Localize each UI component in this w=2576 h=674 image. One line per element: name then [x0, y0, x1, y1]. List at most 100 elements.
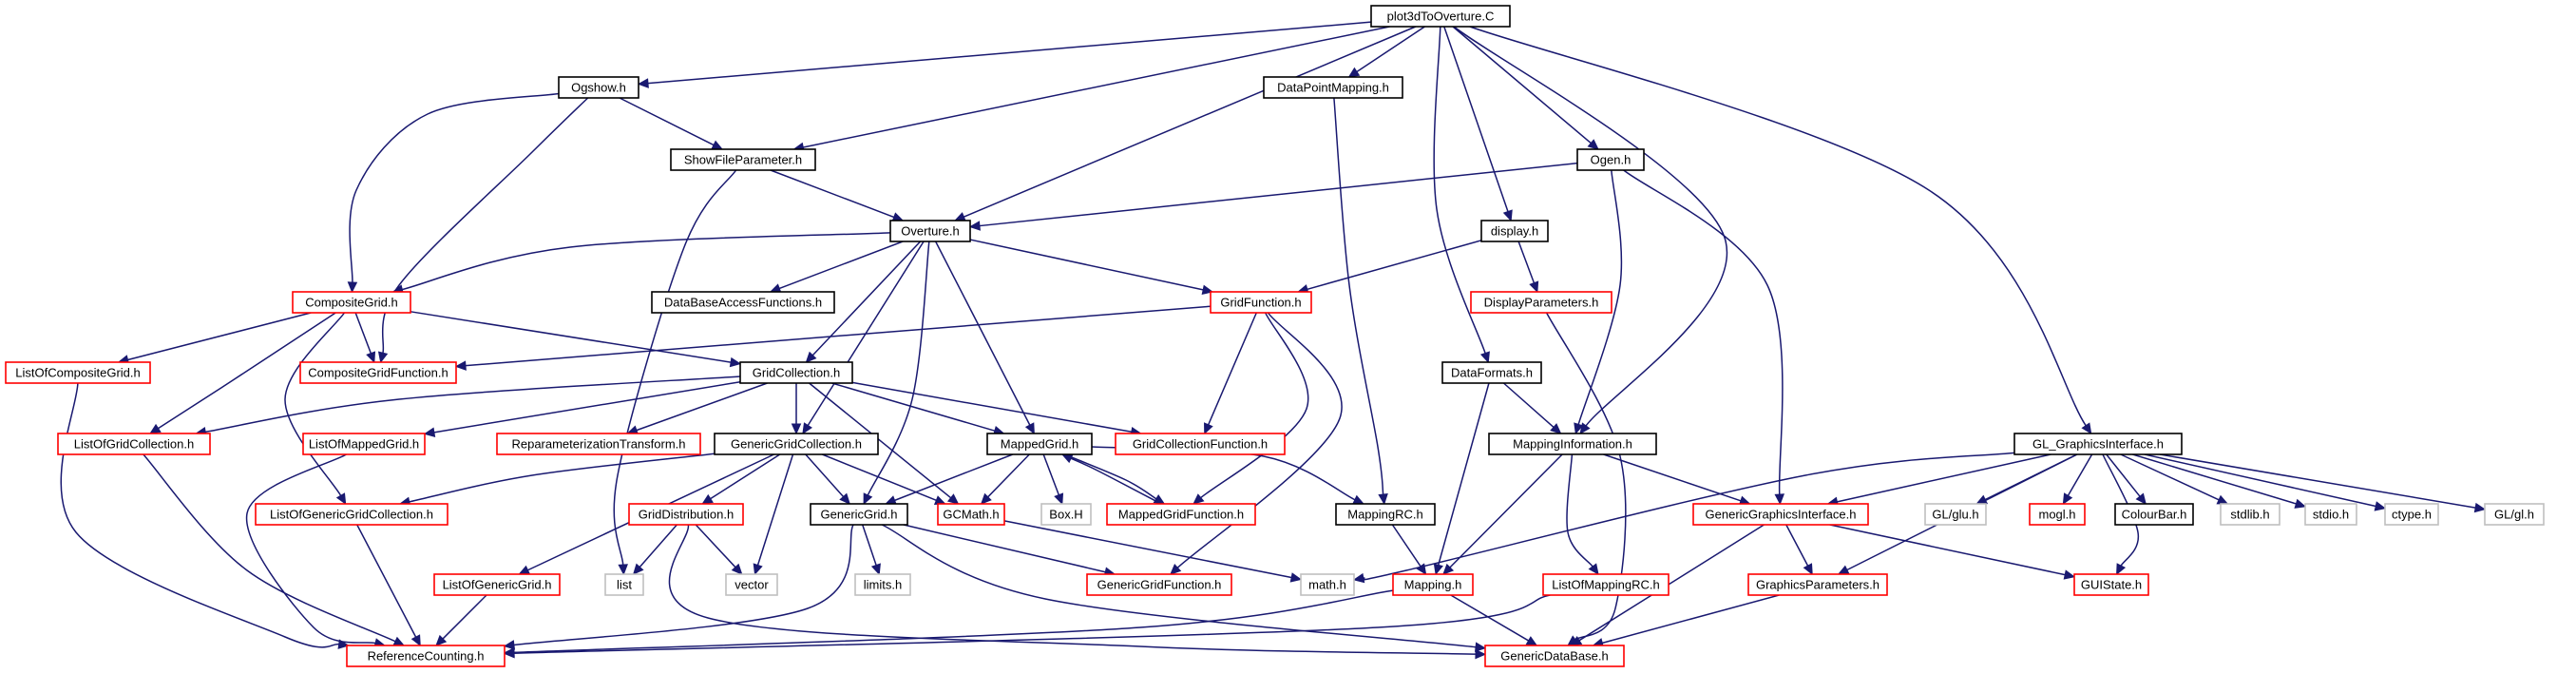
- node-label: GridDistribution.h: [639, 508, 734, 522]
- node-Ogen[interactable]: Ogen.h: [1576, 148, 1645, 171]
- edge-GridFunction-to-MappedGridFunction: [1193, 312, 1309, 505]
- edge-line: [205, 376, 741, 433]
- edge-GridFunction-to-GenericGridFunction: [1170, 312, 1343, 575]
- node-label: GUIState.h: [2081, 578, 2142, 592]
- node-ReparameterizationTransform[interactable]: ReparameterizationTransform.h: [496, 433, 701, 455]
- node-GraphicsParameters[interactable]: GraphicsParameters.h: [1747, 573, 1888, 596]
- node-ListOfGenericGridCollection[interactable]: ListOfGenericGridCollection.h: [255, 503, 448, 526]
- edge-line: [1307, 240, 1482, 291]
- node-box: [854, 573, 911, 596]
- node-limits[interactable]: limits.h: [854, 573, 911, 596]
- node-MappingInformation[interactable]: MappingInformation.h: [1488, 433, 1657, 455]
- edge-arrowhead: [410, 634, 421, 647]
- node-box: [346, 645, 506, 667]
- edge-arrowhead: [1803, 563, 1813, 576]
- node-GridCollection[interactable]: GridCollection.h: [739, 361, 853, 384]
- node-label: Overture.h: [901, 224, 959, 239]
- edge-arrowhead: [1170, 564, 1182, 575]
- node-GridCollectionFunction[interactable]: GridCollectionFunction.h: [1115, 433, 1286, 455]
- edge-GridCollection-to-ListOfMappedGrid: [423, 380, 741, 437]
- edge-arrowhead: [2135, 492, 2147, 505]
- edge-arrowhead: [870, 563, 881, 576]
- node-DataPointMapping[interactable]: DataPointMapping.h: [1263, 76, 1403, 99]
- node-GLgl[interactable]: GL/gl.h: [2484, 503, 2545, 526]
- node-DisplayParameters[interactable]: DisplayParameters.h: [1470, 291, 1612, 314]
- node-GenericGridFunction[interactable]: GenericGridFunction.h: [1086, 573, 1232, 596]
- node-MappedGridFunction[interactable]: MappedGridFunction.h: [1106, 503, 1256, 526]
- edge-GenericGrid-to-ReferenceCounting: [503, 524, 854, 650]
- node-box: [1210, 291, 1312, 314]
- edge-arrowhead: [1479, 351, 1490, 364]
- node-stdlib[interactable]: stdlib.h: [2220, 503, 2280, 526]
- node-Overture[interactable]: Overture.h: [889, 220, 971, 242]
- node-ListOfGenericGrid[interactable]: ListOfGenericGrid.h: [433, 573, 561, 596]
- node-ListOfMappedGrid[interactable]: ListOfMappedGrid.h: [302, 433, 426, 455]
- node-GCMath[interactable]: GCMath.h: [937, 503, 1005, 526]
- edge-line: [1449, 453, 1563, 568]
- node-ListOfMappingRC[interactable]: ListOfMappingRC.h: [1542, 573, 1670, 596]
- node-list[interactable]: list: [604, 573, 644, 596]
- node-mathh[interactable]: math.h: [1300, 573, 1355, 596]
- edge-GenericGraphicsInterface-to-GUIState: [1829, 524, 2076, 580]
- node-GUIState[interactable]: GUIState.h: [2073, 573, 2149, 596]
- node-label: plot3dToOverture.C: [1387, 10, 1495, 24]
- node-label: stdlib.h: [2230, 508, 2269, 522]
- edge-line: [127, 312, 312, 361]
- node-CompositeGrid[interactable]: CompositeGrid.h: [292, 291, 411, 314]
- node-CompositeGridFunction[interactable]: CompositeGridFunction.h: [299, 361, 457, 384]
- edge-arrowhead: [1352, 572, 1365, 584]
- node-GenericGrid[interactable]: GenericGrid.h: [810, 503, 908, 526]
- edge-GL_GraphicsInterface-to-mathh: [1352, 452, 2015, 584]
- edge-GridFunction-to-CompositeGridFunction: [454, 305, 1212, 371]
- node-ReferenceCounting[interactable]: ReferenceCounting.h: [346, 645, 506, 667]
- edge-line: [1517, 241, 1536, 283]
- edge-line: [710, 453, 781, 500]
- edge-arrowhead: [1579, 422, 1591, 434]
- node-vector[interactable]: vector: [725, 573, 778, 596]
- node-mogl[interactable]: mogl.h: [2029, 503, 2086, 526]
- edge-Overture-to-CompositeGrid: [391, 232, 891, 295]
- node-GLglu[interactable]: GL/glu.h: [1924, 503, 1987, 526]
- node-GenericGridCollection[interactable]: GenericGridCollection.h: [714, 433, 879, 455]
- node-box: [496, 433, 701, 455]
- edge-arrowhead: [2081, 422, 2092, 435]
- node-box: [1924, 503, 1987, 526]
- node-DataFormats[interactable]: DataFormats.h: [1441, 361, 1542, 384]
- node-GL_GraphicsInterface[interactable]: GL_GraphicsInterface.h: [2013, 433, 2183, 455]
- edge-line: [1003, 520, 1292, 579]
- edge-plot3dToOverture-to-Overture: [954, 26, 1417, 221]
- edge-arrowhead: [423, 427, 436, 437]
- node-ctype[interactable]: ctype.h: [2384, 503, 2439, 526]
- node-Mapping[interactable]: Mapping.h: [1392, 573, 1474, 596]
- node-Ogshow[interactable]: Ogshow.h: [558, 76, 639, 99]
- node-label: CompositeGridFunction.h: [308, 366, 448, 380]
- node-DataBaseAccessFunctions[interactable]: DataBaseAccessFunctions.h: [651, 291, 835, 314]
- node-label: GridCollectionFunction.h: [1133, 437, 1268, 452]
- edge-line: [1453, 26, 1728, 427]
- node-MappedGrid[interactable]: MappedGrid.h: [986, 433, 1093, 455]
- node-ListOfGridCollection[interactable]: ListOfGridCollection.h: [57, 433, 211, 455]
- node-ListOfCompositeGrid[interactable]: ListOfCompositeGrid.h: [5, 361, 151, 384]
- node-plot3dToOverture[interactable]: plot3dToOverture.C: [1370, 5, 1511, 28]
- edge-GenericGrid-to-GenericGridFunction: [903, 524, 1116, 577]
- node-ShowFileParameter[interactable]: ShowFileParameter.h: [670, 148, 816, 171]
- edge-line: [2144, 453, 2376, 508]
- node-box: [670, 148, 816, 171]
- node-label: GCMath.h: [943, 508, 999, 522]
- node-label: Box.H: [1049, 508, 1082, 522]
- node-GenericDataBase[interactable]: GenericDataBase.h: [1484, 645, 1625, 667]
- node-GridFunction[interactable]: GridFunction.h: [1210, 291, 1312, 314]
- edge-arrowhead: [701, 493, 714, 505]
- node-MappingRC[interactable]: MappingRC.h: [1335, 503, 1436, 526]
- edge-line: [1433, 26, 1486, 354]
- edge-GridCollection-to-MappedGrid: [831, 382, 1005, 436]
- edge-ListOfGenericGridCollection-to-ReferenceCounting: [356, 524, 421, 647]
- edge-line: [1391, 524, 1422, 568]
- node-GridDistribution[interactable]: GridDistribution.h: [628, 503, 744, 526]
- node-display[interactable]: display.h: [1480, 220, 1549, 242]
- node-ColourBar[interactable]: ColourBar.h: [2114, 503, 2194, 526]
- node-BoxH[interactable]: Box.H: [1040, 503, 1092, 526]
- node-stdio[interactable]: stdio.h: [2304, 503, 2357, 526]
- node-GenericGraphicsInterface[interactable]: GenericGraphicsInterface.h: [1692, 503, 1869, 526]
